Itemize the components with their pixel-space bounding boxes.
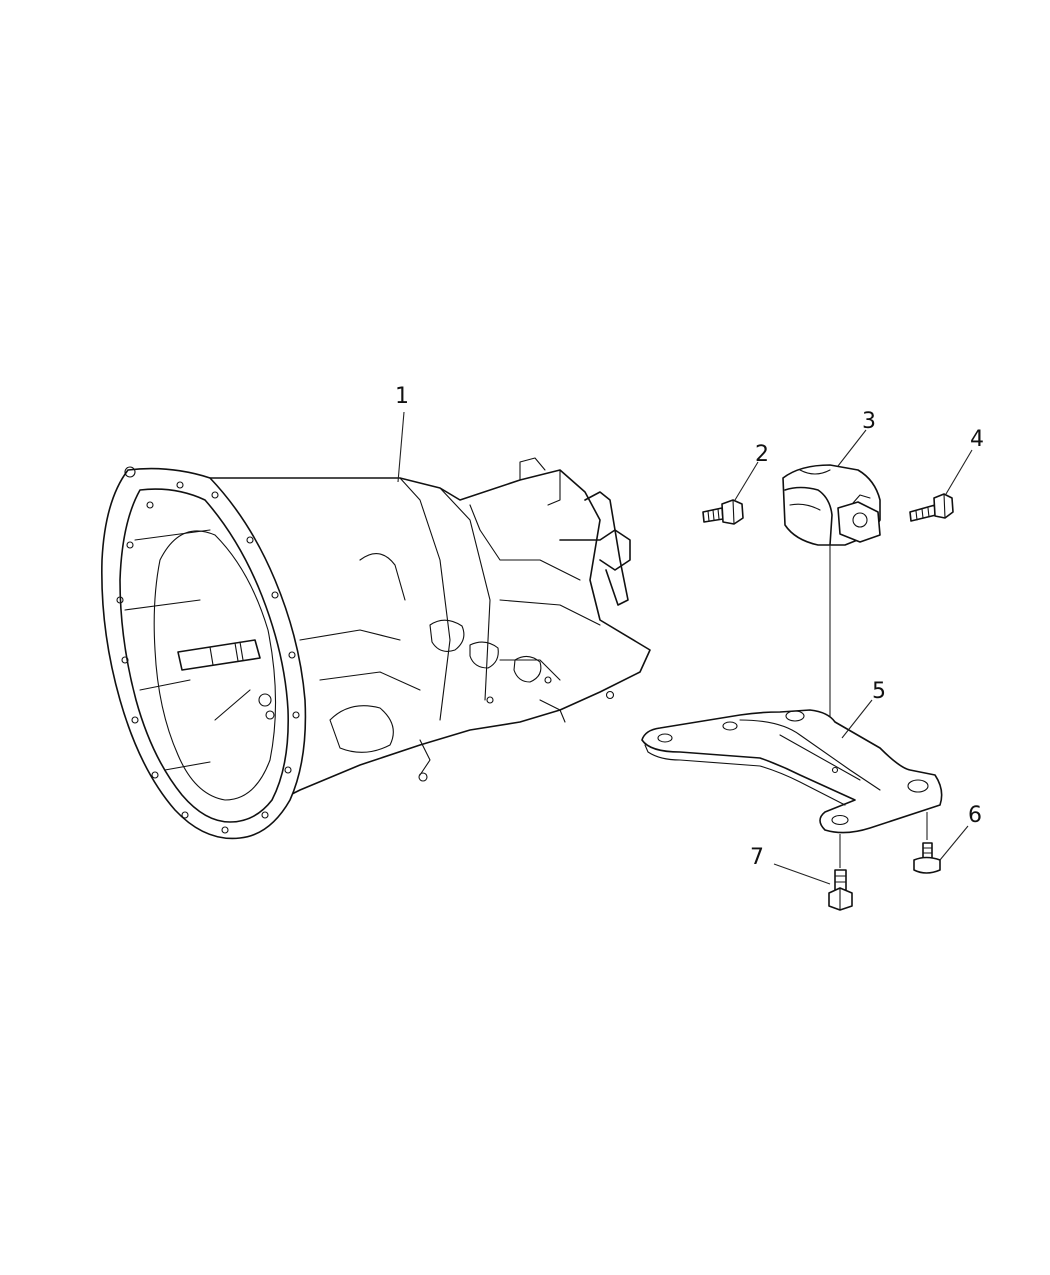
bolt-2-icon [702, 499, 744, 525]
leader-7 [773, 863, 831, 885]
transmission-mount-3 [782, 464, 881, 546]
bolt-4-icon [909, 493, 954, 522]
callout-1: 1 [395, 384, 409, 409]
bolt-7-icon [828, 869, 853, 911]
callout-4: 4 [970, 427, 984, 452]
crossmember-5 [641, 709, 943, 834]
bolt-6-icon [913, 842, 941, 874]
leader-6 [939, 825, 969, 861]
leader-4 [945, 449, 973, 495]
leader-1 [397, 411, 405, 483]
callout-7: 7 [750, 845, 764, 870]
leader-5 [841, 699, 873, 739]
leader-3 [837, 429, 867, 467]
transmission-assembly [101, 457, 651, 840]
callout-3: 3 [862, 409, 876, 434]
callout-2: 2 [755, 442, 769, 467]
leader-2 [734, 461, 759, 501]
callout-5: 5 [872, 679, 886, 704]
callout-6: 6 [968, 803, 982, 828]
